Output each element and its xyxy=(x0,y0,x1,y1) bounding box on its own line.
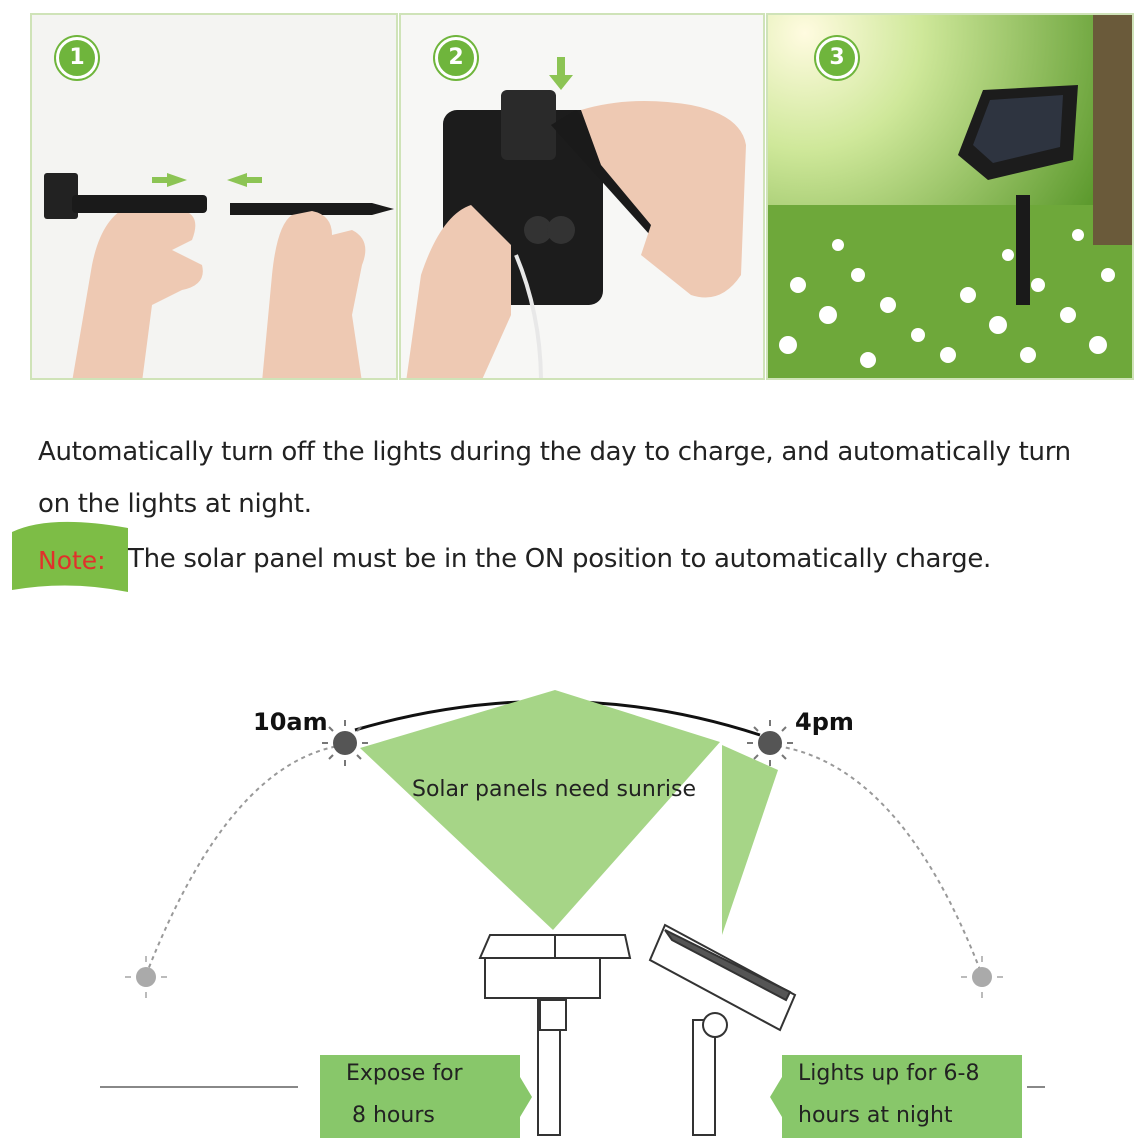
insert-stake-illustration xyxy=(44,173,394,378)
step-number-badge: 2 xyxy=(435,37,477,79)
solar-panel-flat xyxy=(478,934,632,1136)
beam-label: Solar panels need sunrise xyxy=(412,777,696,802)
lights-box-line1: Lights up for 6-8 xyxy=(798,1061,980,1086)
sun-icon-sunset xyxy=(961,956,1003,998)
note-text: The solar panel must be in the ON positi… xyxy=(128,544,991,574)
sun-path-diagram: 10am 4pm Solar panels need sunrise xyxy=(100,690,1045,1138)
lights-box-line2: hours at night xyxy=(798,1103,953,1128)
garden-panel-illustration xyxy=(768,15,1132,378)
expose-box-line1: Expose for xyxy=(346,1061,463,1086)
step-number-badge: 3 xyxy=(816,37,858,79)
time-label-start: 10am xyxy=(253,708,328,736)
sun-path-right-arc xyxy=(769,744,983,976)
sunlight-beam-2 xyxy=(722,745,778,935)
sun-icon-4pm xyxy=(747,720,793,766)
attach-panel-illustration xyxy=(406,57,746,378)
solar-panel-tilted xyxy=(648,923,797,1136)
description-text: Automatically turn off the lights during… xyxy=(38,437,1071,519)
note-label: Note: xyxy=(38,546,106,575)
lights-box xyxy=(770,1055,1022,1138)
step-3-panel: 3 xyxy=(766,13,1134,380)
sun-path-left-arc xyxy=(145,744,346,976)
step-number-badge: 1 xyxy=(56,37,98,79)
sunlight-beam xyxy=(360,690,720,930)
time-label-end: 4pm xyxy=(795,708,854,736)
step-1-panel: 1 xyxy=(30,13,398,380)
expose-box xyxy=(320,1055,532,1138)
sun-icon-10am xyxy=(322,720,368,766)
note-flag-icon xyxy=(12,521,128,592)
sun-icon-sunrise xyxy=(125,956,167,998)
step-2-panel: 2 xyxy=(399,13,765,380)
expose-box-line2: 8 hours xyxy=(352,1103,435,1128)
